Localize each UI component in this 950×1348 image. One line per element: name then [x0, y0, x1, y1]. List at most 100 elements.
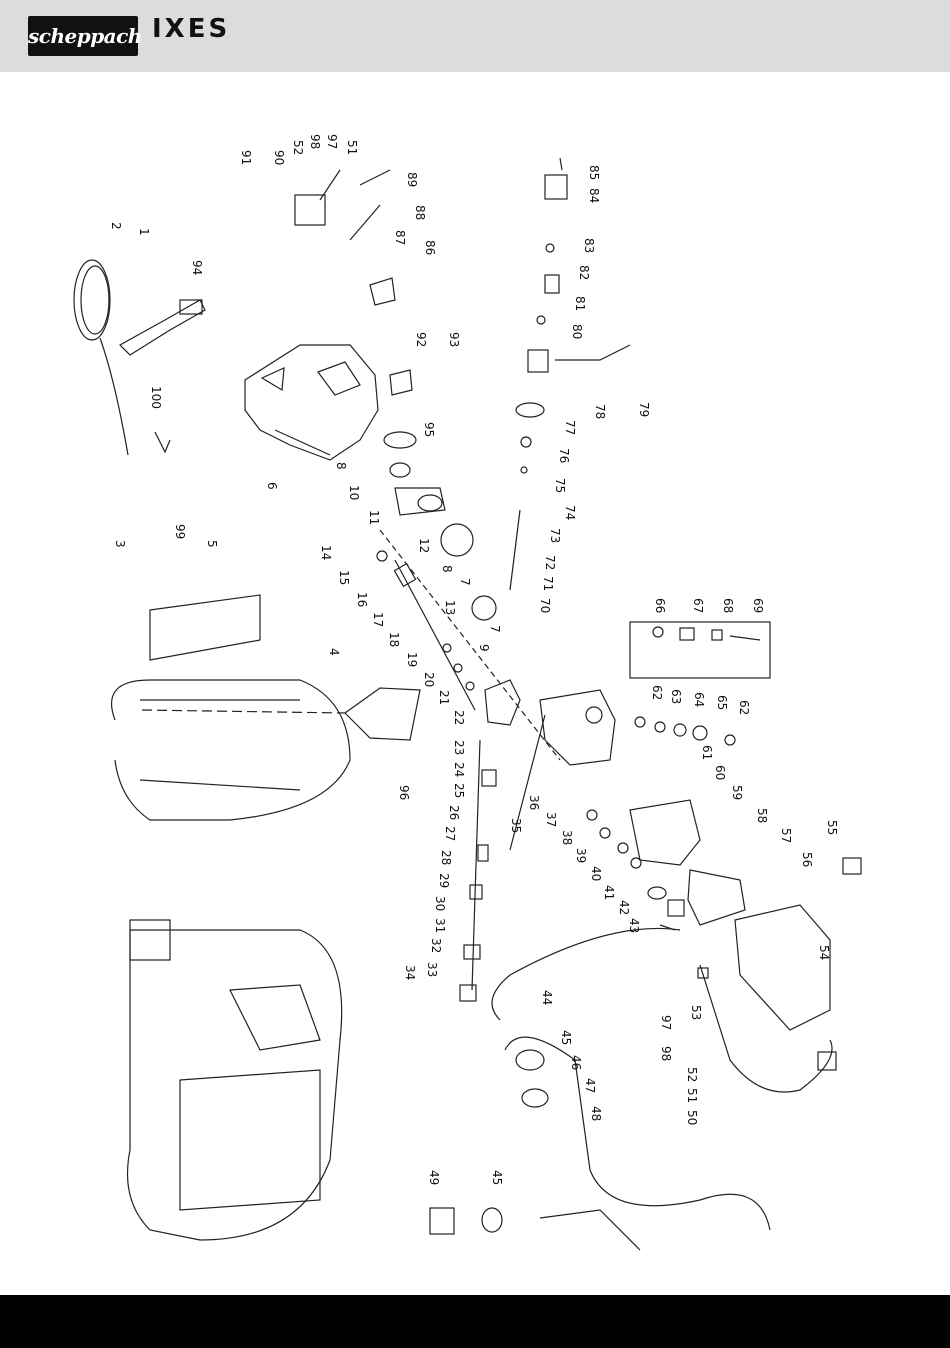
shaft-group-box	[629, 621, 771, 679]
motor	[629, 799, 701, 866]
callout-45b: 45	[490, 1170, 504, 1185]
callout-8b: 8	[440, 565, 454, 573]
callout-17: 17	[371, 612, 385, 627]
callout-36: 36	[527, 795, 541, 810]
callout-91: 91	[239, 150, 253, 165]
callout-24: 24	[452, 762, 466, 777]
callout-30: 30	[433, 896, 447, 911]
callout-65: 65	[715, 695, 729, 710]
callout-52a: 52	[685, 1067, 699, 1082]
spring-82	[544, 274, 560, 294]
callout-92: 92	[414, 332, 428, 347]
callout-94: 94	[190, 260, 204, 275]
callout-66: 66	[653, 598, 667, 613]
ring-95	[383, 431, 417, 449]
callout-49: 49	[427, 1170, 441, 1185]
callout-84: 84	[587, 188, 601, 203]
hex-key	[154, 431, 171, 454]
exploded-parts-diagram: 1 2 3 4 5 6 7 7 8 8 9 10 11 12 13 14 15 …	[73, 134, 862, 1251]
callout-60: 60	[713, 765, 727, 780]
callout-29: 29	[437, 873, 451, 888]
callout-95: 95	[422, 422, 436, 437]
callout-26: 26	[447, 805, 461, 820]
bracket	[369, 277, 396, 306]
frame-upper	[110, 679, 351, 821]
callout-19: 19	[405, 652, 419, 667]
callout-64: 64	[692, 692, 706, 707]
callout-32: 32	[429, 938, 443, 953]
callout-41: 41	[602, 885, 616, 900]
callout-37: 37	[544, 812, 558, 827]
callout-46: 46	[569, 1055, 583, 1070]
callout-54: 54	[817, 945, 831, 960]
callout-89: 89	[405, 172, 419, 187]
callout-83: 83	[582, 238, 596, 253]
callout-27: 27	[443, 826, 457, 841]
callout-57: 57	[779, 828, 793, 843]
callout-44: 44	[540, 990, 554, 1005]
callout-76: 76	[557, 448, 571, 463]
callout-77: 77	[563, 420, 577, 435]
callout-55: 55	[825, 820, 839, 835]
callout-14: 14	[319, 545, 333, 560]
bracket-92	[389, 369, 413, 396]
callout-88: 88	[413, 205, 427, 220]
callout-43: 43	[627, 918, 641, 933]
gear-13	[471, 595, 497, 621]
callout-3: 3	[113, 540, 127, 548]
callout-72: 72	[543, 555, 557, 570]
brand-logo: scheppach	[28, 16, 142, 56]
pump-body	[484, 679, 521, 726]
callout-28: 28	[439, 850, 453, 865]
callout-7b: 7	[488, 625, 502, 633]
callout-4: 4	[327, 648, 341, 656]
callout-59: 59	[730, 785, 744, 800]
motor-cover	[244, 344, 379, 461]
callout-97a: 97	[325, 134, 339, 149]
motor-housing	[734, 904, 831, 1031]
connector-45	[515, 1049, 545, 1071]
callout-35: 35	[509, 818, 523, 833]
gear-housing	[539, 689, 616, 766]
callout-97b: 97	[659, 1015, 673, 1030]
callout-86: 86	[423, 240, 437, 255]
callout-79: 79	[637, 402, 651, 417]
control-board	[294, 194, 326, 226]
callout-56: 56	[800, 852, 814, 867]
callout-53: 53	[689, 1005, 703, 1020]
callout-2: 2	[109, 222, 123, 230]
callout-34: 34	[403, 965, 417, 980]
callout-5: 5	[205, 540, 219, 548]
callout-68: 68	[721, 598, 735, 613]
callout-75: 75	[553, 478, 567, 493]
callout-48: 48	[589, 1106, 603, 1121]
callout-100: 100	[149, 386, 163, 409]
callout-73: 73	[548, 528, 562, 543]
callout-82: 82	[577, 265, 591, 280]
callout-47: 47	[583, 1078, 597, 1093]
callout-80: 80	[570, 324, 584, 339]
callout-40: 40	[589, 866, 603, 881]
callout-81: 81	[573, 296, 587, 311]
valve-80	[527, 349, 549, 373]
callout-45a: 45	[559, 1030, 573, 1045]
callout-1: 1	[137, 228, 151, 236]
callout-16: 16	[355, 592, 369, 607]
callout-62a: 62	[650, 685, 664, 700]
callout-21: 21	[437, 690, 451, 705]
callout-8a: 8	[334, 462, 348, 470]
callout-51a: 51	[685, 1088, 699, 1103]
page-footer	[0, 1295, 950, 1348]
callout-61: 61	[700, 745, 714, 760]
callout-31: 31	[433, 918, 447, 933]
ring-10	[389, 462, 411, 478]
callout-13: 13	[443, 600, 457, 615]
callout-42: 42	[617, 900, 631, 915]
callout-58: 58	[755, 808, 769, 823]
funnel-96	[344, 687, 421, 741]
callout-85: 85	[587, 165, 601, 180]
callout-39: 39	[574, 848, 588, 863]
callout-96: 96	[397, 785, 411, 800]
callout-9: 9	[477, 644, 491, 652]
callout-38: 38	[560, 830, 574, 845]
